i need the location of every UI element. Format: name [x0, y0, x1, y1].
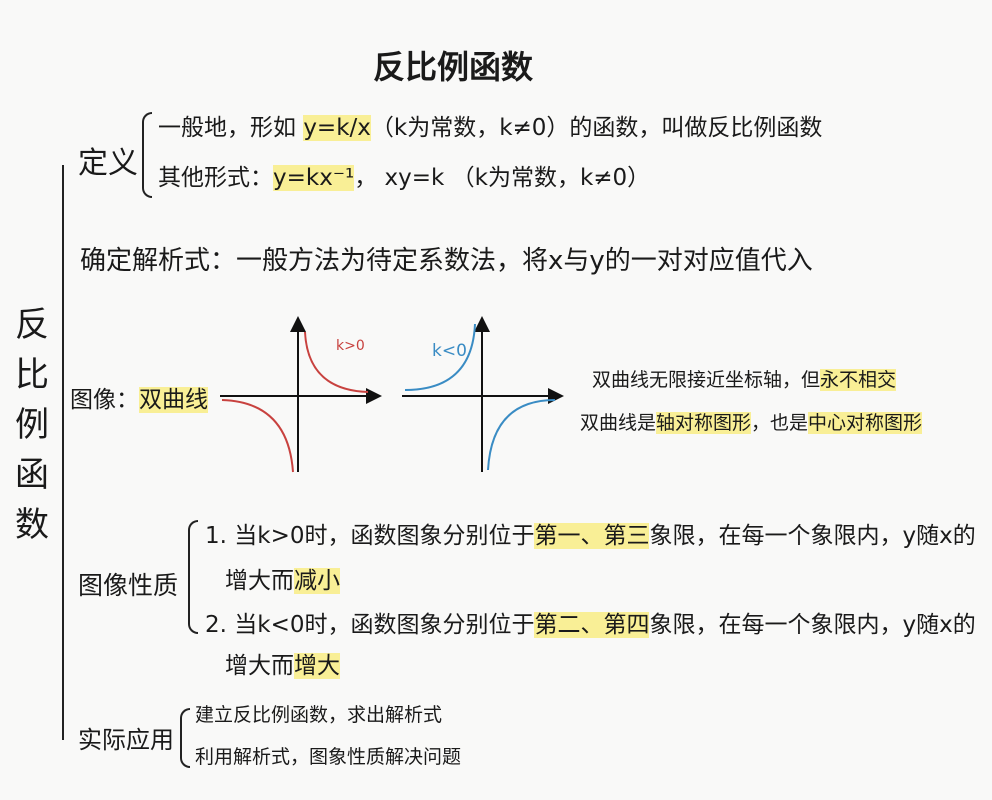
curve-quadrant3	[221, 399, 294, 473]
text: 2. 当k<0时，函数图象分别位于	[205, 612, 535, 638]
definition-line2: 其他形式：y=kx⁻¹， xy=k （k为常数，k≠0）	[158, 158, 650, 192]
property1-line2: 增大而减小	[225, 561, 340, 595]
properties-brace	[188, 520, 198, 634]
highlight: 减小	[294, 568, 340, 594]
page-title: 反比例函数	[372, 48, 533, 86]
formula-highlight: y=k/x	[303, 115, 371, 141]
highlight: 增大	[294, 653, 340, 679]
graph-note1: 双曲线无限接近坐标轴，但永不相交	[592, 365, 897, 392]
graph-note2: 双曲线是轴对称图形，也是中心对称图形	[580, 408, 923, 435]
property2-line2: 增大而增大	[225, 646, 340, 680]
text: 象限，在每一个象限内，y随x的	[649, 612, 976, 638]
graph-k-negative: k<0	[402, 316, 564, 472]
definition-label: 定义	[78, 146, 138, 181]
definition-line1: 一般地，形如 y=k/x（k为常数，k≠0）的函数，叫做反比例函数	[158, 108, 822, 142]
curve-quadrant1	[304, 331, 369, 393]
text: 其他形式：	[158, 165, 273, 191]
text: 增大而	[225, 568, 294, 594]
root-label: 反比例函数	[15, 305, 49, 545]
analytic-method: 确定解析式：一般方法为待定系数法，将x与y的一对对应值代入	[80, 246, 813, 276]
highlight: 双曲线	[139, 387, 208, 413]
application-brace	[180, 708, 190, 768]
property1-line1: 1. 当k>0时，函数图象分别位于第一、第三象限，在每一个象限内，y随x的	[205, 516, 976, 550]
k-positive-label: k>0	[336, 338, 365, 354]
text: 1. 当k>0时，函数图象分别位于	[205, 523, 535, 549]
graph-label: 图像：双曲线	[70, 380, 208, 414]
properties-label: 图像性质	[78, 571, 179, 600]
text: 一般地，形如	[158, 115, 304, 141]
application-item: 利用解析式，图象性质解决问题	[195, 746, 462, 768]
application-item: 建立反比例函数，求出解析式	[195, 704, 443, 726]
text: 图像：	[70, 387, 139, 413]
application-label: 实际应用	[78, 726, 174, 754]
highlight: 轴对称图形	[656, 412, 752, 434]
curve-quadrant4	[487, 399, 556, 471]
definition-brace	[142, 112, 152, 198]
highlight: 第一、第三	[534, 523, 650, 549]
text: 双曲线是	[580, 412, 657, 434]
text: 双曲线无限接近坐标轴，但	[592, 369, 821, 391]
curve-quadrant2	[404, 323, 476, 391]
property2-line1: 2. 当k<0时，函数图象分别位于第二、第四象限，在每一个象限内，y随x的	[205, 605, 976, 639]
highlight: 第二、第四	[534, 612, 650, 638]
graph-k-positive: k>0	[220, 316, 382, 473]
k-negative-label: k<0	[432, 341, 467, 361]
highlight: 永不相交	[820, 369, 897, 391]
hyperbola-graphs: k>0 k<0	[220, 316, 564, 473]
text: （k为常数，k≠0）的函数，叫做反比例函数	[370, 115, 823, 141]
text: 象限，在每一个象限内，y随x的	[649, 523, 976, 549]
text: 增大而	[225, 653, 294, 679]
text: ， xy=k （k为常数，k≠0）	[354, 165, 651, 191]
formula-highlight: y=kx⁻¹	[273, 165, 355, 191]
text: ，也是	[751, 412, 809, 434]
main-bracket	[62, 165, 64, 740]
highlight: 中心对称图形	[808, 412, 923, 434]
